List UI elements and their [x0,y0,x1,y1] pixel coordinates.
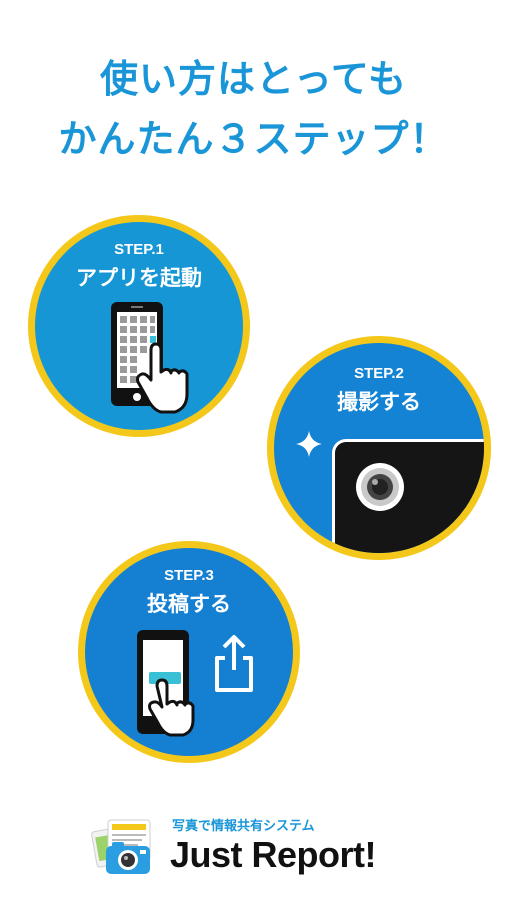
step-3-number: STEP.3 [164,567,214,584]
step-1-badge: STEP.1 アプリを起動 [28,215,250,437]
camera-body [332,439,484,553]
sparkle-icon [296,431,322,457]
headline-line-2: かんたん３ステップ！ [58,117,449,161]
step-2-badge: STEP.2 撮影する [267,336,491,560]
step-2-title: 撮影する [337,390,421,414]
camera-icon [356,463,404,511]
share-icon [215,635,253,692]
step-3-title: 投稿する [147,592,231,616]
footer-brand: Just Report! [170,834,377,875]
step-3-badge: STEP.3 投稿する [78,541,300,763]
just-report-app-icon [91,819,151,874]
step-1-number: STEP.1 [114,241,164,258]
footer-tagline: 写真で情報共有システム [172,819,315,834]
phone-tap-icon [111,302,189,414]
phone-post-icon [137,630,195,737]
step-2-number: STEP.2 [354,365,404,382]
step-1-title: アプリを起動 [76,266,202,290]
headline-line-1: 使い方はとっても [99,57,408,101]
